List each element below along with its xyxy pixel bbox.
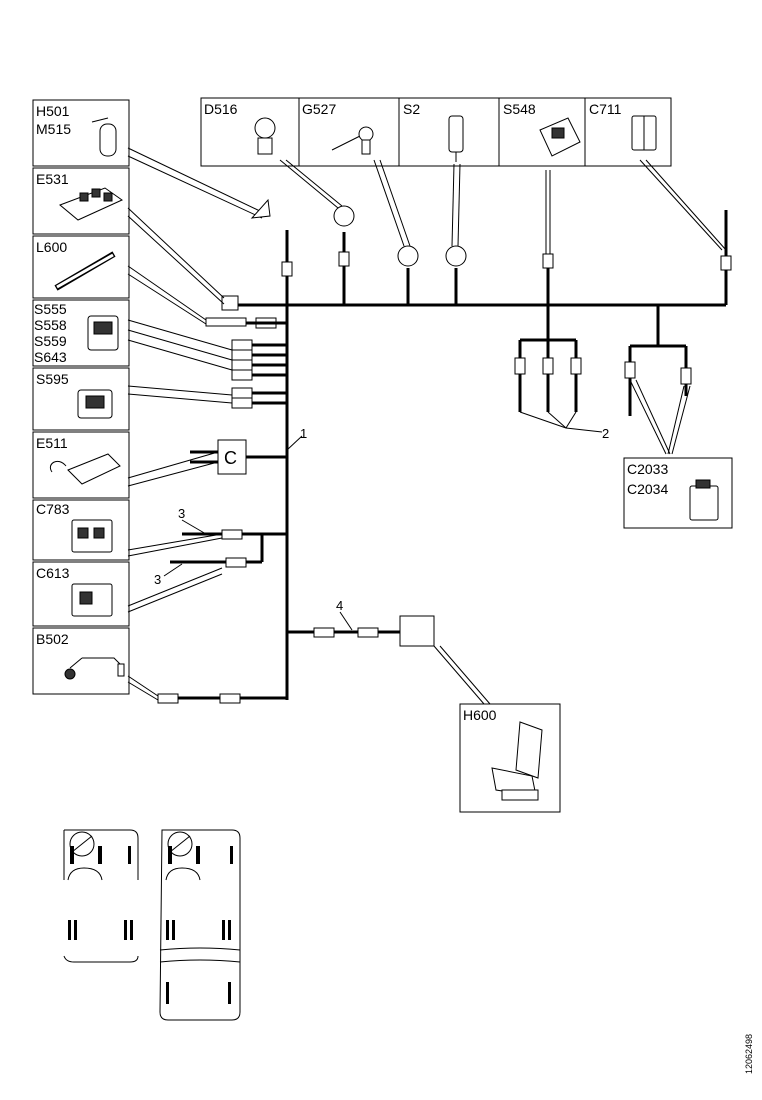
switch-module-icon: [539, 117, 581, 157]
label-c613: C613: [36, 565, 70, 581]
label-s595: S595: [36, 371, 69, 387]
label-e511: E511: [36, 435, 68, 451]
component-box-l600: L600: [32, 235, 130, 299]
component-box-c783: C783: [32, 499, 130, 561]
label-s559: S559: [34, 333, 67, 349]
connector-block-icon: [71, 519, 113, 553]
label-c2033: C2033: [627, 461, 668, 477]
callout-1: 1: [300, 426, 307, 441]
label-h600: H600: [463, 707, 497, 723]
branch-h600: 4: [287, 598, 491, 705]
label-h501: H501: [36, 103, 70, 119]
component-box-h501-m515: H501 M515: [32, 99, 130, 167]
callout-2: 2: [602, 426, 609, 441]
c-block-label: C: [224, 448, 237, 468]
heater-unit-icon: [50, 453, 121, 485]
component-box-s2: S2: [398, 97, 500, 167]
switch-icon: [77, 389, 113, 419]
connector-icon: [71, 583, 113, 617]
component-box-h600: H600: [459, 703, 561, 813]
cab-layout-sketch: [63, 829, 241, 1021]
component-box-c613: C613: [32, 561, 130, 627]
label-s548: S548: [503, 101, 536, 117]
callout-3a: 3: [178, 506, 185, 521]
component-box-g527: G527: [298, 97, 400, 167]
label-c783: C783: [36, 501, 70, 517]
lamp-tube-icon: [54, 251, 116, 291]
control-panel-icon: [59, 187, 124, 221]
component-box-b502: B502: [32, 627, 130, 695]
pressure-switch-icon: [448, 115, 464, 162]
component-box-d516: D516: [200, 97, 300, 167]
branch-group-2: 2: [514, 305, 609, 441]
left-component-column: H501 M515 E531 L600: [32, 99, 130, 695]
label-b502: B502: [36, 631, 69, 647]
main-harness: C 1 3 3: [127, 147, 732, 705]
label-m515: M515: [36, 121, 71, 137]
c-connector-block: C: [127, 439, 287, 487]
top-component-row: D516 G527 S2 S548: [200, 97, 672, 167]
label-s558: S558: [34, 317, 67, 333]
label-g527: G527: [302, 101, 336, 117]
label-e531: E531: [36, 171, 69, 187]
branch-c783-c613: 3 3: [127, 506, 287, 613]
component-box-e511: E511: [32, 431, 130, 499]
component-box-s595: S595: [32, 367, 130, 431]
label-s643: S643: [34, 349, 67, 365]
relay-icon-2: [689, 479, 719, 521]
label-d516: D516: [204, 101, 238, 117]
label-l600: L600: [36, 239, 67, 255]
rocker-switch-icon: [87, 315, 119, 351]
component-box-e531: E531: [32, 167, 130, 235]
sensor-icon: [64, 657, 125, 680]
branch-c2033-c2034: [624, 305, 692, 455]
component-box-switches: S555 S558 S559 S643: [32, 299, 130, 367]
component-box-s548: S548: [498, 97, 586, 167]
label-s555: S555: [34, 301, 67, 317]
label-c2034: C2034: [627, 481, 668, 497]
relay-icon: [631, 115, 657, 151]
label-c711: C711: [589, 101, 622, 117]
speed-sensor-icon: [254, 117, 276, 155]
component-box-c711: C711: [584, 97, 672, 167]
switch-connector-stack: [127, 319, 287, 409]
branch-b502: [127, 675, 287, 704]
component-box-c2033-c2034: C2033 C2034: [623, 457, 733, 529]
clamp-icon: [331, 126, 374, 155]
cigarette-lighter-icon: [91, 117, 117, 157]
seat-icon: [491, 721, 543, 801]
callout-4: 4: [336, 598, 343, 613]
top-branches: [279, 159, 732, 305]
figure-id: 12062498: [744, 1034, 754, 1074]
callout-3b: 3: [154, 572, 161, 587]
label-s2: S2: [403, 101, 420, 117]
